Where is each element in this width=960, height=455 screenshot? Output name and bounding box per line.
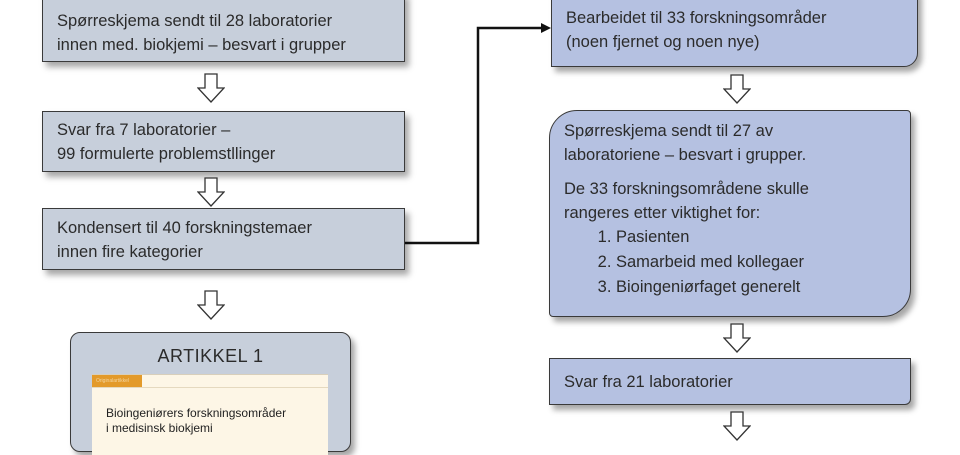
down-arrow-icon — [197, 73, 225, 103]
step-text: Svar fra 7 laboratorier – — [57, 121, 231, 139]
step-text: Spørreskjema sendt til 27 av — [564, 122, 774, 140]
step-text: Svar fra 21 laboratorier — [564, 373, 733, 391]
article-title: ARTIKKEL 1 — [157, 346, 264, 366]
connector-arrow — [405, 23, 551, 245]
down-arrow-icon — [723, 411, 751, 441]
down-arrow-icon — [723, 74, 751, 104]
article-1-box: ARTIKKEL 1 Originalartikkel Bioingeniøre… — [70, 332, 351, 455]
article-heading: i medisinsk biokjemi — [106, 421, 213, 435]
list-item: Pasienten — [616, 225, 896, 250]
step-text: (noen fjernet og noen nye) — [566, 33, 760, 51]
step-text: Bearbeidet til 33 forskningsområder — [566, 9, 827, 27]
step-text: innen fire kategorier — [57, 243, 203, 261]
article-tag: Originalartikkel — [92, 375, 142, 387]
list-item: Bioingeniørfaget generelt — [616, 275, 896, 300]
step-condensed-40-themes: Kondensert til 40 forskningstemaer innen… — [42, 208, 405, 270]
step-text: Kondensert til 40 forskningstemaer — [57, 219, 312, 237]
down-arrow-icon — [197, 290, 225, 320]
list-item: Samarbeid med kollegaer — [616, 250, 896, 275]
down-arrow-icon — [723, 323, 751, 353]
step-text: Spørreskjema sendt til 28 laboratorier — [57, 12, 333, 30]
step-answers-21-labs: Svar fra 21 laboratorier — [549, 358, 911, 405]
step-text: laboratoriene – besvart i grupper. — [564, 146, 807, 164]
step-text: 99 formulerte problemstllinger — [57, 145, 276, 163]
article-heading: Bioingeniørers forskningsområder — [106, 406, 287, 420]
step-answers-7-labs: Svar fra 7 laboratorier – 99 formulerte … — [42, 111, 405, 172]
step-text: rangeres etter viktighet for: — [564, 204, 761, 222]
step-text: De 33 forskningsområdene skulle — [564, 180, 809, 198]
step-questionnaire-27-labs: Spørreskjema sendt til 27 av laboratorie… — [549, 110, 911, 317]
step-questionnaire-28-labs: Spørreskjema sendt til 28 laboratorier i… — [42, 0, 405, 62]
down-arrow-icon — [197, 177, 225, 207]
ranking-criteria-list: Pasienten Samarbeid med kollegaer Bioing… — [564, 225, 896, 300]
step-text: innen med. biokjemi – besvart i grupper — [57, 36, 346, 54]
article-thumbnail: Originalartikkel Bioingeniørers forsknin… — [92, 374, 328, 455]
step-processed-33-areas: Bearbeidet til 33 forskningsområder (noe… — [551, 0, 918, 67]
